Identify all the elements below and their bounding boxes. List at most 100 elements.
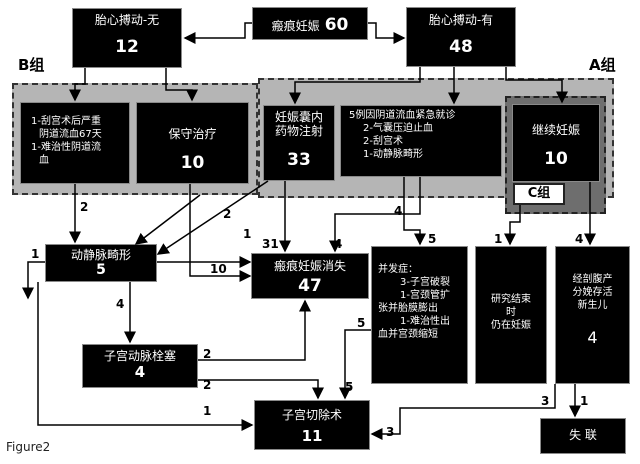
b-bleeding-line-1: 1-刮宫术后严重 — [31, 116, 101, 127]
node-hysterectomy-title: 子宫切除术 — [281, 408, 342, 422]
node-heartbeat-absent: 胎心搏动-无 12 — [72, 8, 182, 68]
edge-root-to-absent — [183, 22, 252, 44]
edge-label: 1 — [494, 232, 503, 246]
edge-root-to-present — [368, 22, 406, 44]
b-bleeding-line-3: 1-难治性阴道流 — [31, 142, 101, 153]
edge-label: 3 — [386, 425, 395, 439]
node-scar-pregnancy: 瘢痕妊娠 60 — [252, 7, 368, 40]
node-b-severe-bleeding: 1-刮宫术后严重 阴道流血67天 1-难治性阴道流 血 — [20, 102, 130, 184]
edge-label: 3 — [541, 394, 550, 408]
edge-avm-to-hysterectomy — [37, 282, 254, 431]
node-scar-pregnancy-title: 瘢痕妊娠 — [271, 19, 320, 33]
b-bleeding-line-2: 阴道流血67天 — [39, 129, 102, 140]
cesarean-line-3: 新生儿 — [577, 300, 608, 311]
node-cesarean-live-birth: 经剖腹产 分娩存活 新生儿 4 — [555, 246, 630, 384]
edge-injection-to-avm — [156, 180, 269, 255]
node-lost-to-followup: 失 联 — [540, 418, 626, 454]
node-scar-resolved-title: 瘢痕妊娠消失 — [273, 259, 346, 273]
node-heartbeat-present: 胎心搏动-有 48 — [406, 7, 516, 67]
node-conservative-value: 10 — [180, 153, 205, 173]
edge-emergency-to-complications — [403, 177, 426, 246]
still-pregnant-line-3: 仍在妊娠 — [491, 320, 531, 331]
node-scar-pregnancy-value: 60 — [324, 15, 349, 35]
edge-absent-to-b-left — [69, 68, 86, 102]
node-hysterectomy: 子宫切除术 11 — [254, 400, 370, 450]
node-uterine-artery-embolization: 子宫动脉栓塞 4 — [82, 344, 198, 388]
edge-embolization-to-resolved — [198, 299, 311, 361]
edge-label: 1 — [243, 227, 252, 241]
edge-label: 1 — [580, 394, 589, 408]
edge-continue-to-ongoing — [504, 205, 521, 246]
complications-line-3: 1-宫颈管扩 — [400, 290, 450, 301]
complications-line-4: 张并胎膜膨出 — [378, 303, 438, 314]
cesarean-value: 4 — [587, 328, 598, 347]
edge-label: 5 — [428, 232, 437, 246]
node-conservative-title: 保守治疗 — [168, 127, 217, 141]
node-sac-injection: 妊娠囊内 药物注射 33 — [263, 105, 335, 181]
still-pregnant-line-1: 研究结束 — [491, 294, 531, 305]
edge-label: 2 — [80, 200, 89, 214]
node-embolization-value: 4 — [134, 363, 146, 381]
edge-conservative-to-resolved — [189, 184, 252, 282]
edge-label: 1 — [31, 247, 40, 261]
edge-label: 2 — [203, 378, 212, 392]
node-continue-pregnancy: 继续妊娠 10 — [512, 104, 600, 182]
node-hysterectomy-value: 11 — [301, 427, 323, 445]
edge-label: 4 — [116, 297, 125, 311]
edge-label: 1 — [203, 404, 212, 418]
node-sac-injection-value: 33 — [287, 150, 311, 170]
figure-label: Figure2 — [6, 440, 51, 454]
b-bleeding-line-4: 血 — [39, 155, 49, 166]
group-c-label: C组 — [513, 183, 565, 205]
group-b-label: B组 — [18, 56, 45, 74]
edge-label: 4 — [575, 232, 584, 246]
node-avm-title: 动静脉畸形 — [70, 248, 131, 262]
node-conservative-treatment: 保守治疗 10 — [136, 102, 249, 184]
edge-cesarean-to-hysterectomy — [370, 384, 556, 440]
still-pregnant-line-2: 时 — [506, 307, 516, 318]
edge-present-to-continue — [505, 67, 568, 104]
edge-emergency-to-resolved — [329, 177, 421, 253]
edge-label: 2 — [203, 347, 212, 361]
node-avm: 动静脉畸形 5 — [45, 244, 157, 282]
emergency-line-4: 1-动静脉畸形 — [363, 149, 423, 160]
node-sac-injection-title-1: 妊娠囊内 — [274, 110, 323, 124]
node-still-pregnant: 研究结束 时 仍在妊娠 — [475, 246, 547, 384]
node-continue-pregnancy-value: 10 — [544, 149, 568, 169]
node-lost-title: 失 联 — [569, 428, 597, 442]
emergency-line-3: 2-刮宫术 — [363, 136, 403, 147]
edge-avm-left-loop — [22, 261, 45, 300]
edge-present-to-injection — [289, 67, 421, 105]
edge-label: 5 — [345, 380, 354, 394]
edge-label: 2 — [223, 207, 232, 221]
edge-label: 10 — [210, 262, 227, 276]
node-emergency-visits: 5例因阴道流血紧急就诊 2-气囊压迫止血 2-刮宫术 1-动静脉畸形 — [340, 105, 502, 177]
edge-embolization-to-hysterectomy — [198, 379, 324, 400]
node-heartbeat-present-title: 胎心搏动-有 — [428, 13, 494, 27]
group-a-label: A组 — [589, 56, 616, 74]
complications-line-1: 并发症： — [378, 264, 418, 275]
node-sac-injection-title-2: 药物注射 — [274, 124, 323, 138]
node-complications: 并发症： 3-子宫破裂 1-宫颈管扩 张并胎膜膨出 1-难治性出 血并宫颈缩短 — [371, 246, 468, 384]
node-embolization-title: 子宫动脉栓塞 — [103, 349, 176, 363]
cesarean-line-2: 分娩存活 — [572, 287, 613, 298]
complications-line-5: 1-难治性出 — [400, 316, 450, 327]
edge-label: 5 — [357, 316, 366, 330]
complications-line-6: 血并宫颈缩短 — [378, 329, 438, 340]
node-scar-resolved: 瘢痕妊娠消失 47 — [251, 253, 369, 299]
edge-absent-to-conservative — [165, 68, 198, 102]
node-continue-pregnancy-title: 继续妊娠 — [531, 123, 580, 137]
node-heartbeat-absent-value: 12 — [115, 37, 139, 57]
complications-line-2: 3-子宫破裂 — [400, 277, 450, 288]
edge-label: 4 — [394, 204, 403, 218]
edge-label: 31 — [262, 237, 279, 251]
emergency-line-1: 5例因阴道流血紧急就诊 — [349, 110, 456, 121]
node-avm-value: 5 — [96, 262, 106, 278]
node-heartbeat-present-value: 48 — [449, 37, 473, 57]
cesarean-line-1: 经剖腹产 — [572, 274, 613, 285]
emergency-line-2: 2-气囊压迫止血 — [363, 123, 433, 134]
edge-complications-to-hysterectomy — [339, 329, 371, 400]
edge-label: 4 — [334, 237, 343, 251]
